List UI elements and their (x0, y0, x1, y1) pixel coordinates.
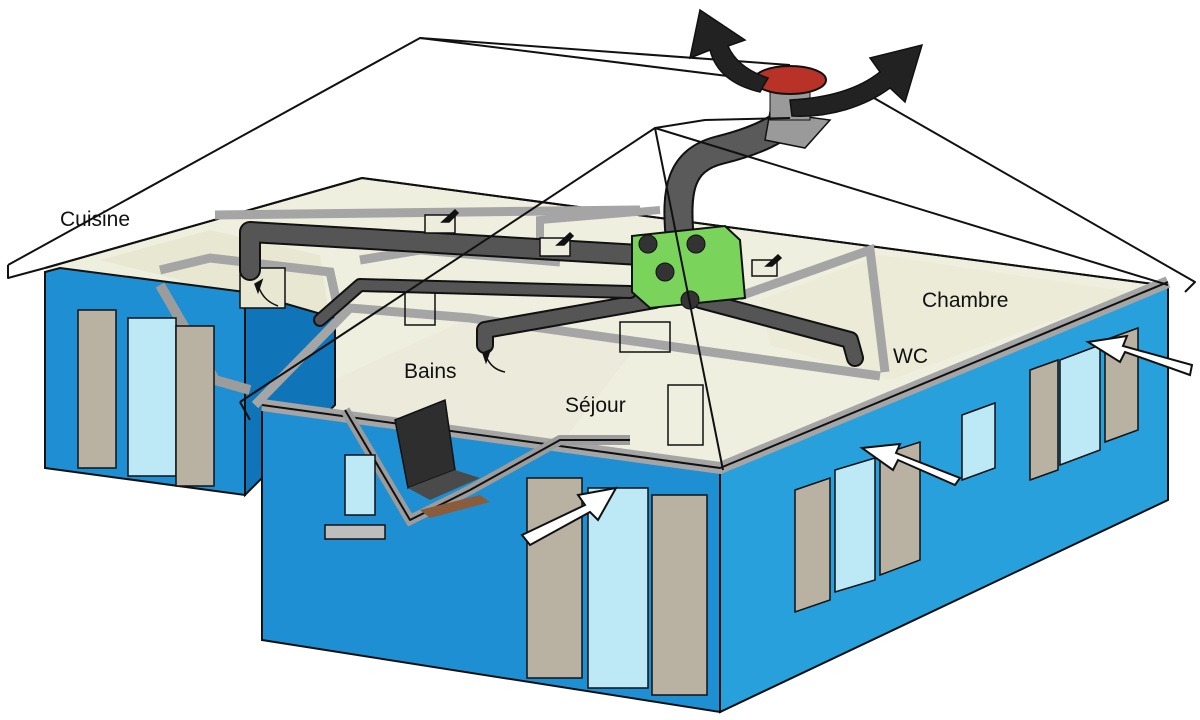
fresh-air-intake-arrow-icon (520, 334, 1194, 547)
door-frame (667, 384, 704, 446)
label-sejour: Séjour (565, 394, 626, 417)
label-bains: Bains (404, 360, 457, 383)
windows (77, 309, 1139, 696)
shutter (175, 325, 215, 487)
extract-vent-icon (254, 208, 783, 373)
bathtub (394, 398, 490, 518)
window (834, 456, 876, 594)
roof-outline (7, 37, 1196, 471)
sill (324, 524, 386, 540)
window (961, 401, 996, 482)
window (127, 317, 177, 477)
shutter (1029, 358, 1059, 482)
shutter (794, 476, 831, 614)
window (1059, 343, 1101, 467)
label-cuisine: Cuisine (60, 208, 130, 231)
shutter (651, 494, 708, 696)
shutter (526, 477, 583, 679)
shutter (77, 309, 117, 469)
label-chambre: Chambre (922, 289, 1008, 312)
shutter (879, 440, 921, 577)
room-labels: Cuisine Chambre Bains Séjour WC (60, 208, 1008, 417)
window (344, 454, 376, 516)
door-frame (619, 321, 671, 353)
curved-exhaust-arrow-icon (688, 8, 924, 117)
label-wc: WC (893, 345, 928, 368)
